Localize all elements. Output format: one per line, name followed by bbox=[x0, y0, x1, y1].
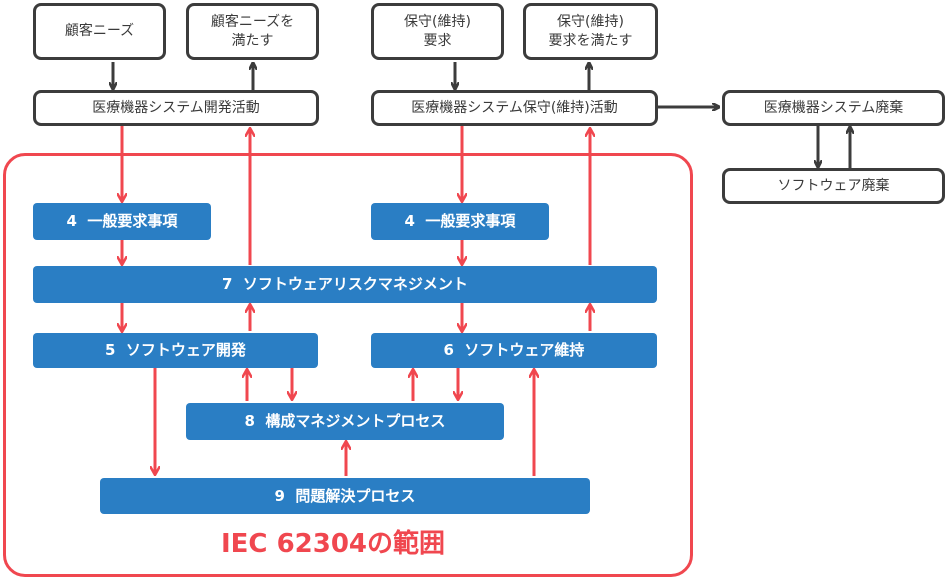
software-maintenance-text: 6 ソフトウェア維持 bbox=[443, 341, 585, 360]
software-disposal-text: ソフトウェア廃棄 bbox=[777, 177, 890, 194]
maintenance-activity-text: 医療機器システム保守(維持)活動 bbox=[411, 99, 618, 116]
general-requirements-left-box: 4 一般要求事項 bbox=[33, 203, 211, 240]
meet-maintenance-requirements-text: 保守(維持) 要求を満たす bbox=[548, 13, 633, 49]
customer-needs-text: 顧客ニーズ bbox=[64, 23, 135, 40]
meet-maintenance-requirements-box: 保守(維持) 要求を満たす bbox=[523, 3, 658, 60]
software-disposal-box: ソフトウェア廃棄 bbox=[722, 168, 945, 204]
risk-management-box: 7 ソフトウェアリスクマネジメント bbox=[33, 266, 657, 303]
software-development-text: 5 ソフトウェア開発 bbox=[105, 341, 246, 360]
meet-customer-needs-box: 顧客ニーズを 満たす bbox=[186, 3, 319, 60]
configuration-management-box: 8 構成マネジメントプロセス bbox=[186, 403, 504, 440]
scope-label: IEC 62304の範囲 bbox=[221, 529, 446, 559]
risk-management-text: 7 ソフトウェアリスクマネジメント bbox=[222, 275, 468, 294]
maintenance-activity-box: 医療機器システム保守(維持)活動 bbox=[371, 90, 658, 126]
disposal-activity-box: 医療機器システム廃棄 bbox=[722, 90, 945, 126]
general-requirements-right-text: 4 一般要求事項 bbox=[404, 212, 516, 231]
development-activity-box: 医療機器システム開発活動 bbox=[33, 90, 319, 126]
software-maintenance-box: 6 ソフトウェア維持 bbox=[371, 333, 657, 368]
general-requirements-right-box: 4 一般要求事項 bbox=[371, 203, 549, 240]
meet-customer-needs-text: 顧客ニーズを 満たす bbox=[210, 13, 295, 49]
problem-resolution-text: 9 問題解決プロセス bbox=[274, 486, 416, 505]
maintenance-requirements-box: 保守(維持) 要求 bbox=[371, 3, 504, 60]
iec62304-scope-frame bbox=[3, 153, 693, 577]
customer-needs-box: 顧客ニーズ bbox=[33, 3, 166, 60]
general-requirements-left-text: 4 一般要求事項 bbox=[66, 212, 178, 231]
problem-resolution-box: 9 問題解決プロセス bbox=[100, 478, 590, 514]
configuration-management-text: 8 構成マネジメントプロセス bbox=[244, 412, 446, 431]
development-activity-text: 医療機器システム開発活動 bbox=[92, 99, 260, 116]
maintenance-requirements-text: 保守(維持) 要求 bbox=[404, 13, 471, 49]
disposal-activity-text: 医療機器システム廃棄 bbox=[763, 99, 904, 116]
software-development-box: 5 ソフトウェア開発 bbox=[33, 333, 318, 368]
